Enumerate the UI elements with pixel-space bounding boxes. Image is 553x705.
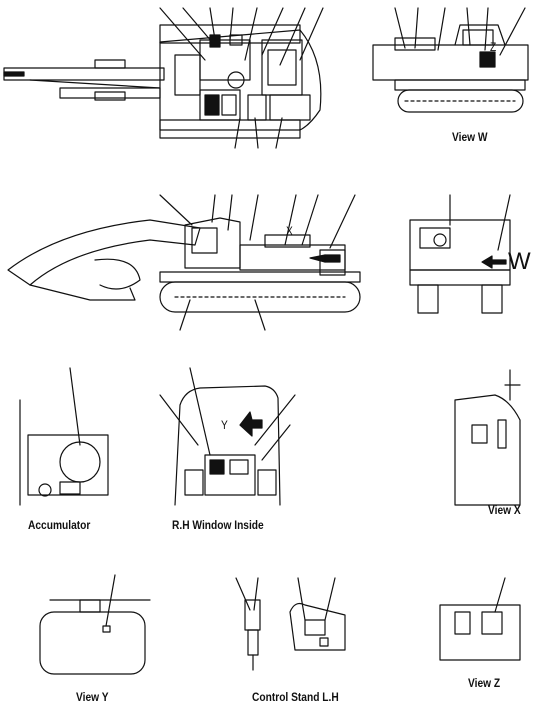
view-x-drawing	[455, 370, 520, 505]
side-view-excavator	[8, 195, 360, 330]
caption-view-y: View Y	[76, 690, 109, 704]
view-y-marker-cab: Y	[221, 418, 228, 432]
view-z-marker: Z	[490, 40, 497, 54]
caption-view-z: View Z	[468, 676, 501, 690]
view-w-arrow-letter: W	[508, 248, 531, 275]
view-x-marker: X	[286, 224, 293, 238]
rh-window-inside-drawing	[160, 368, 295, 505]
caption-view-w: View W	[452, 130, 488, 144]
view-z-drawing	[440, 578, 520, 660]
caption-view-x: View X	[488, 503, 521, 517]
accumulator-drawing	[20, 368, 108, 505]
rear-view-drawing	[410, 195, 510, 313]
caption-rh-window-inside: R.H Window Inside	[172, 518, 264, 532]
control-stand-lh-drawing	[236, 578, 345, 670]
caption-accumulator: Accumulator	[28, 518, 91, 532]
view-w-drawing	[373, 8, 528, 112]
view-y-drawing	[40, 575, 150, 674]
caption-control-stand-lh: Control Stand L.H	[252, 690, 339, 704]
top-view-excavator	[4, 8, 323, 148]
